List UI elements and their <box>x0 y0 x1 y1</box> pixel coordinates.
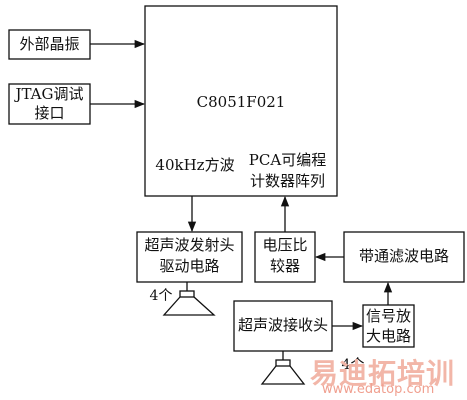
bandpass-label: 带通滤波电路 <box>358 247 449 265</box>
amp-label-line2: 大电路 <box>365 327 411 345</box>
clock-40k-label: 40kHz方波 <box>155 156 235 174</box>
tx-horn <box>162 296 216 316</box>
tx-neck <box>179 290 195 298</box>
jtag-label-line1: JTAG调试 <box>15 85 84 103</box>
driver-label-line2: 驱动电路 <box>159 257 220 275</box>
rx-neck <box>275 359 291 367</box>
amp-label-line1: 信号放 <box>365 307 411 325</box>
driver-label-line1: 超声波发射头 <box>144 236 235 254</box>
transmitter-count-label: 4个 <box>149 288 173 304</box>
pca-label-line1: PCA可编程 <box>248 151 327 169</box>
mcu-label: C8051F021 <box>196 93 286 111</box>
receiver-label: 超声波接收头 <box>237 316 328 334</box>
comparator-label-line2: 较器 <box>269 257 300 275</box>
rx-horn <box>260 365 306 385</box>
pca-label-line2: 计数器阵列 <box>249 172 325 190</box>
ext-crystal-label: 外部晶振 <box>19 35 80 53</box>
jtag-label-line2: 接口 <box>34 104 65 122</box>
watermark-url: www.edatop.com <box>322 382 435 397</box>
receiver-count-label: 4个 <box>341 357 365 373</box>
watermark-logo-text: 易迪拓培训 <box>310 357 456 390</box>
comparator-label-line1: 电压比 <box>262 236 308 254</box>
